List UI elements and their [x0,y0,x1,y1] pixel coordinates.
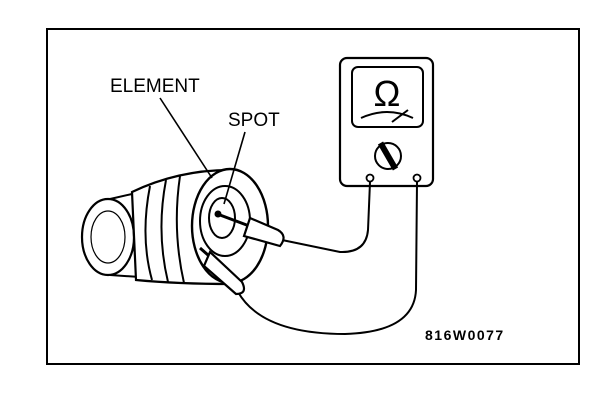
terminal-negative [365,173,375,183]
element-label: ELEMENT [110,76,200,97]
element-ring-inner [208,197,236,239]
ohmmeter: Ω [338,56,435,188]
spot-label: SPOT [228,110,280,131]
test-probe-body [199,246,246,296]
spot-leader-line [223,131,246,205]
terminal-positive [412,173,422,183]
range-selector-pointer [377,141,399,171]
test-lead-wire-upper [281,181,371,254]
cigarette-lighter [80,167,270,286]
test-lead-wire-lower [237,181,418,336]
figure-border [46,28,580,365]
ohmmeter-needle [391,109,409,123]
ohm-symbol: Ω [374,73,401,114]
element-leader-line [159,97,213,179]
figure-code: 816W0077 [425,327,505,343]
ohmmeter-scale-arc [360,111,414,119]
test-probe-spot [219,213,285,248]
